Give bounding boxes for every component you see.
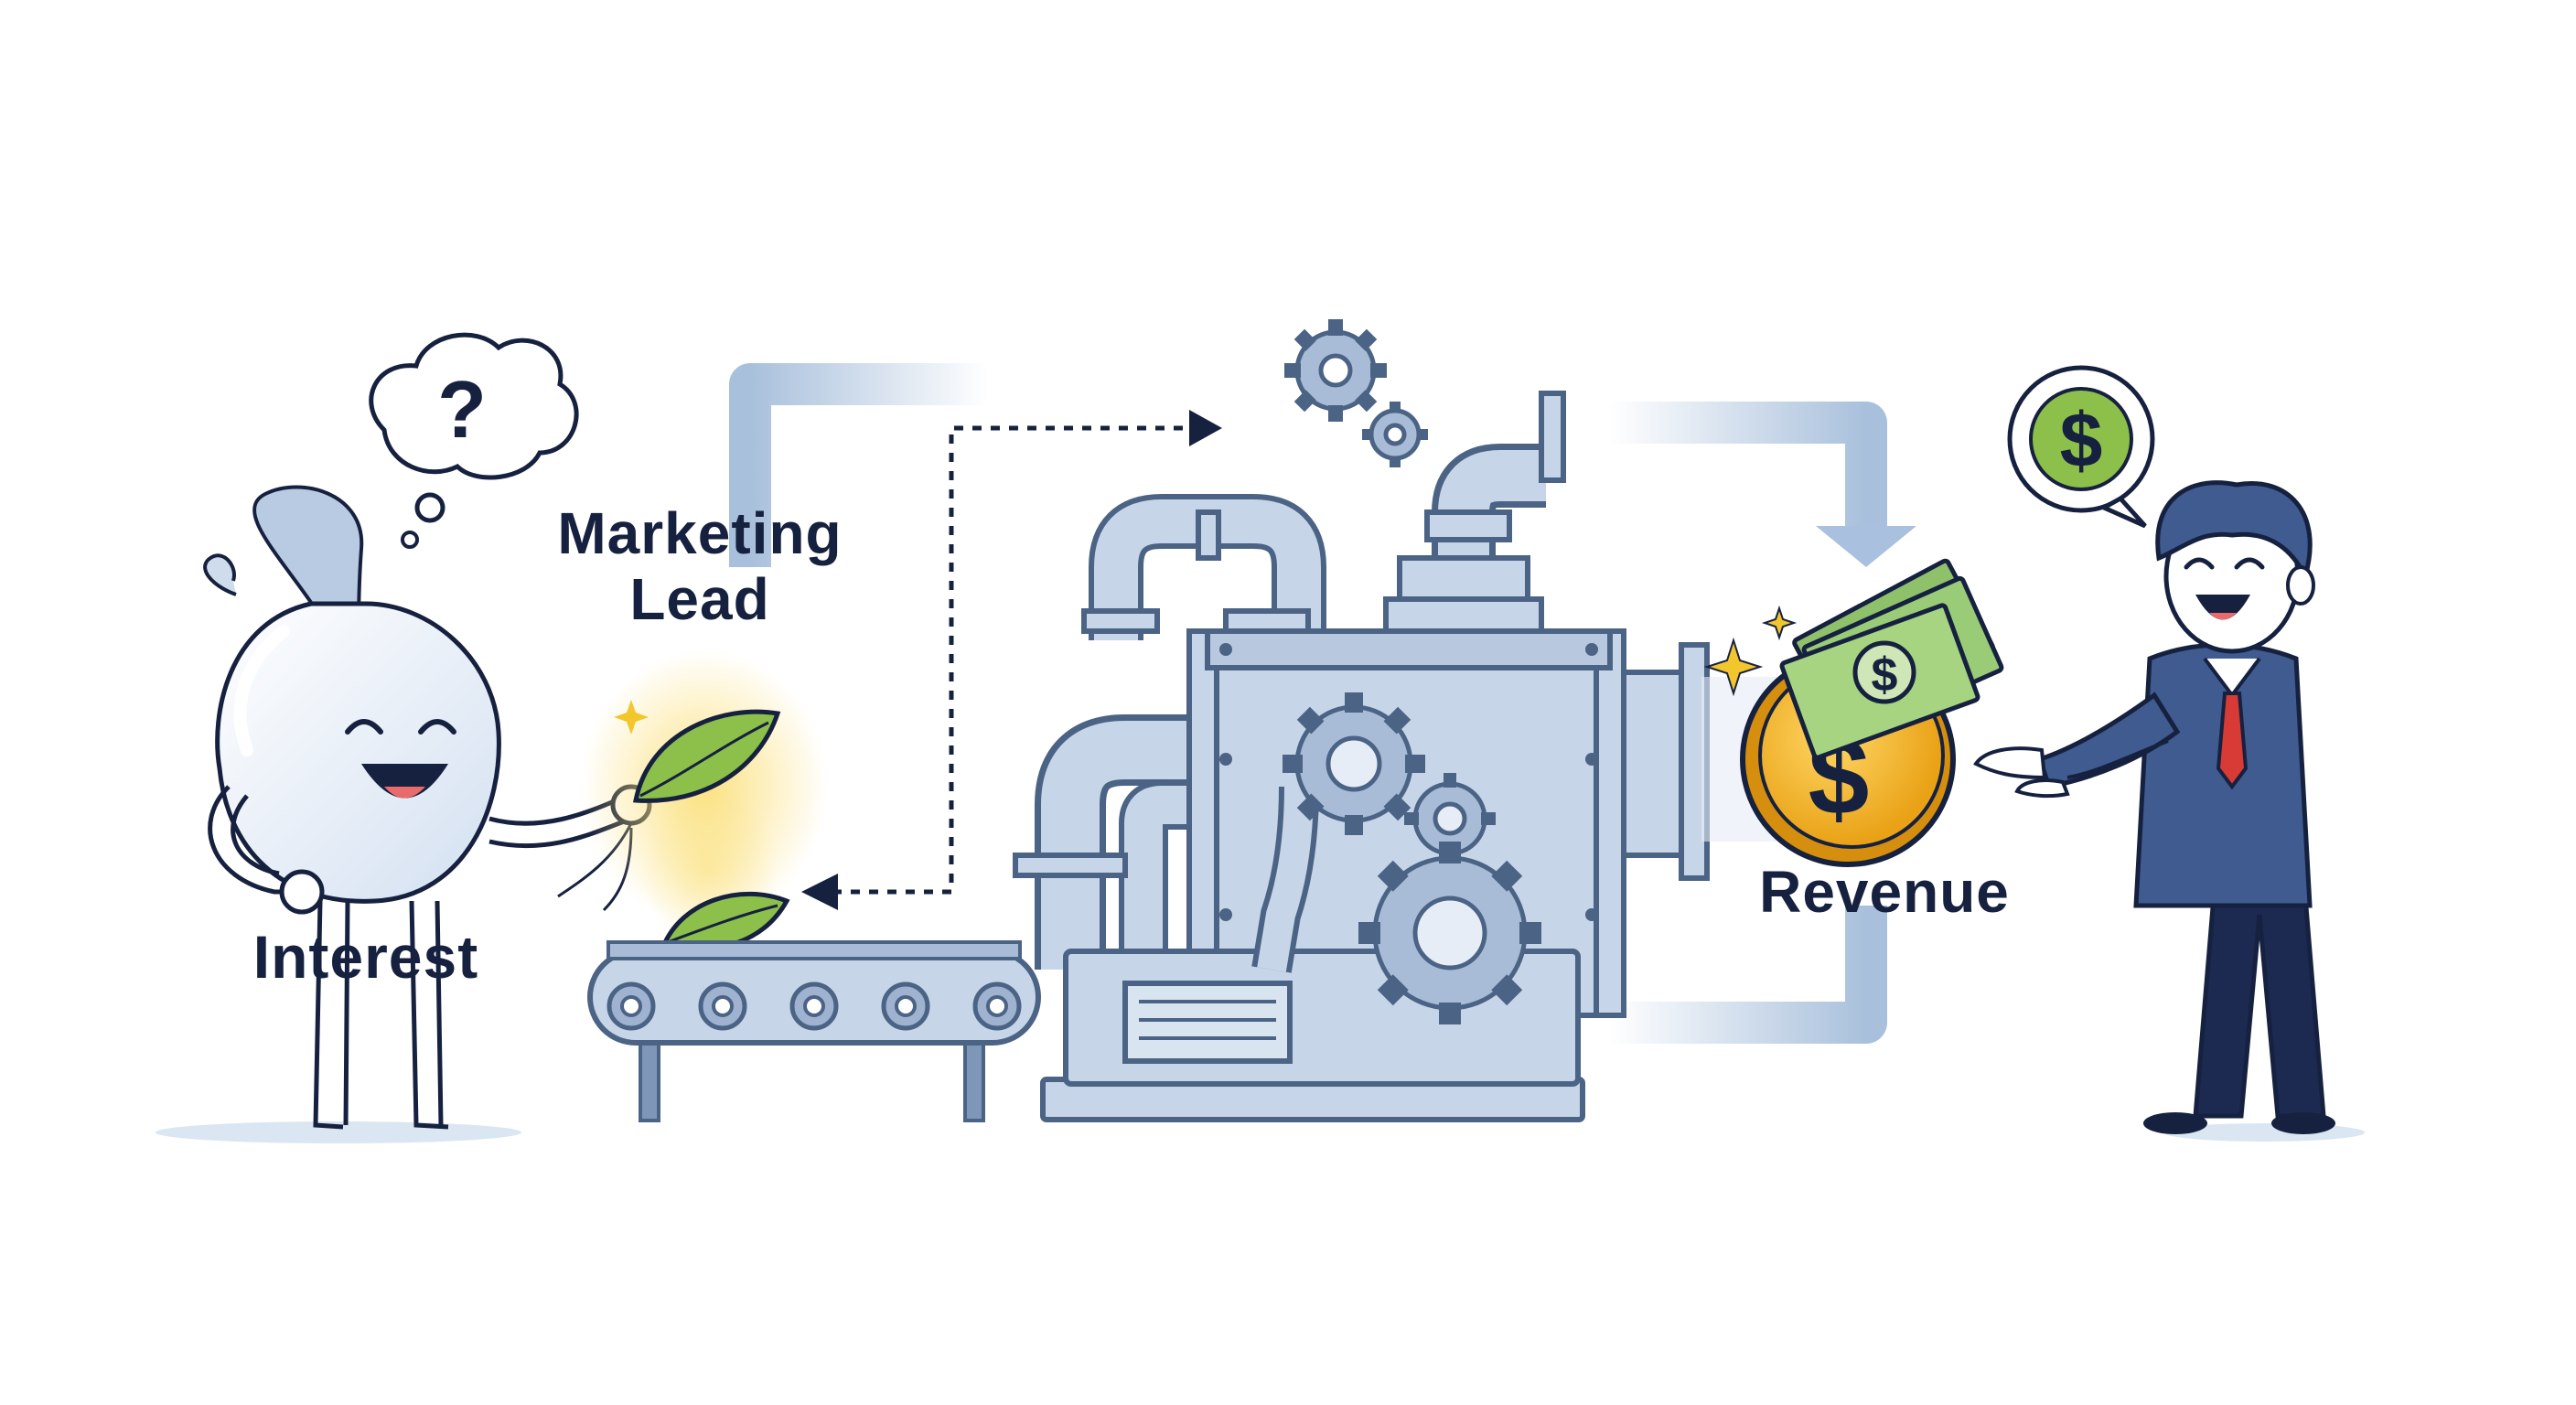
gear-icon: [1283, 692, 1425, 835]
leaf-group: [581, 649, 828, 952]
cash-dollar-sign: $: [1872, 649, 1898, 702]
flow-arrow-right: [1610, 402, 1887, 540]
interest-label: Interest: [252, 923, 479, 991]
gear-icon-large: [1358, 842, 1541, 1024]
flow-arrow-left: [729, 363, 988, 567]
marketing-lead-label-line2: Lead: [629, 565, 770, 632]
dotted-arrow: [814, 425, 1189, 895]
cash-icon: [1779, 558, 2004, 760]
sparkle-icon: [614, 700, 649, 735]
revenue-money: $ $: [1701, 558, 2004, 867]
businessman-character: $: [1973, 365, 2365, 1142]
question-mark: ?: [437, 364, 487, 455]
revenue-label: Revenue: [1759, 859, 2010, 925]
interest-character: ?: [156, 332, 652, 1143]
flow-arrows: [729, 363, 1916, 1044]
marketing-lead-label: Marketing Lead: [508, 500, 892, 632]
gear-icon-top: [1284, 319, 1387, 422]
conveyor-belt: [587, 940, 1041, 1122]
gears: [1283, 319, 1541, 1024]
marketing-lead-label-line1: Marketing: [557, 500, 843, 566]
dollar-bubble-icon: $: [2007, 365, 2155, 529]
flow-arrow-return: [1610, 906, 1887, 1044]
question-bubble-icon: ?: [369, 332, 579, 549]
sparkle-icon-money: [1703, 605, 1798, 697]
dotted-arrow-head-right: [1189, 410, 1222, 446]
gear-icon-top-small: [1362, 402, 1428, 467]
leaf-icon: [632, 709, 781, 803]
dotted-arrow-head-left: [801, 874, 838, 910]
bubble-dollar-sign: $: [2060, 397, 2103, 483]
character-body: [215, 601, 501, 904]
flow-arrow-right-head: [1816, 526, 1916, 567]
